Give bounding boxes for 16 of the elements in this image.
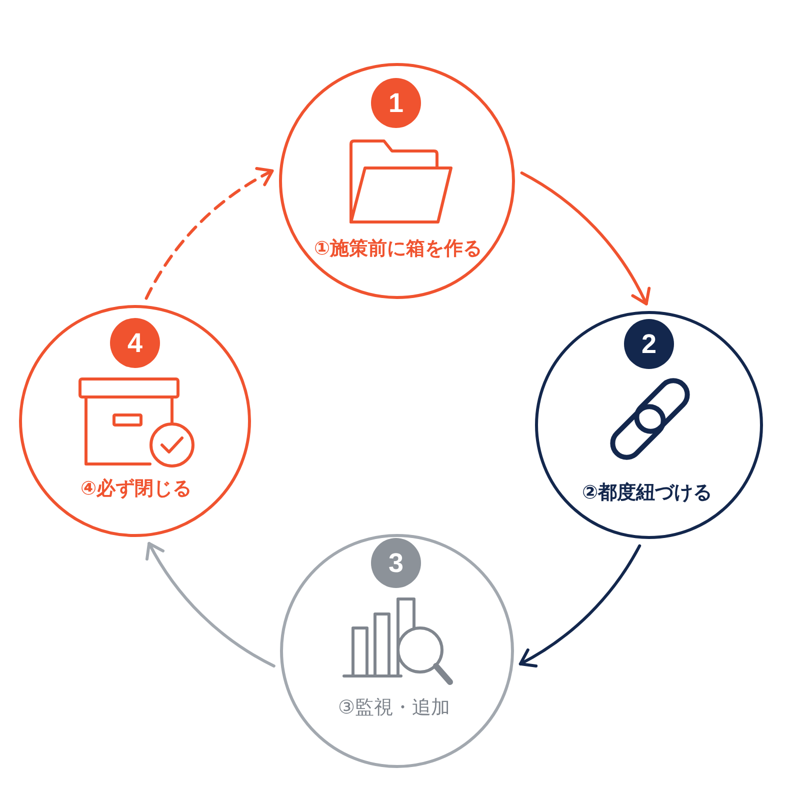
step-label: ③監視・追加 <box>338 696 450 720</box>
step-circle <box>280 534 514 768</box>
step-label: ②都度紐づける <box>582 482 712 504</box>
step-label: ④必ず閉じる <box>80 478 192 500</box>
step-label: ①施策前に箱を作る <box>314 238 482 260</box>
step-circle <box>535 311 763 539</box>
number-badge: 4 <box>110 318 160 368</box>
step-circle <box>19 305 251 537</box>
curved-arrow <box>146 542 276 668</box>
number-badge: 2 <box>624 319 674 369</box>
number-badge: 3 <box>371 538 421 588</box>
dashed-arrow <box>144 168 274 300</box>
number-badge: 1 <box>371 78 421 128</box>
curved-arrow <box>520 171 650 306</box>
step-circle <box>279 63 515 299</box>
curved-arrow <box>518 544 642 667</box>
